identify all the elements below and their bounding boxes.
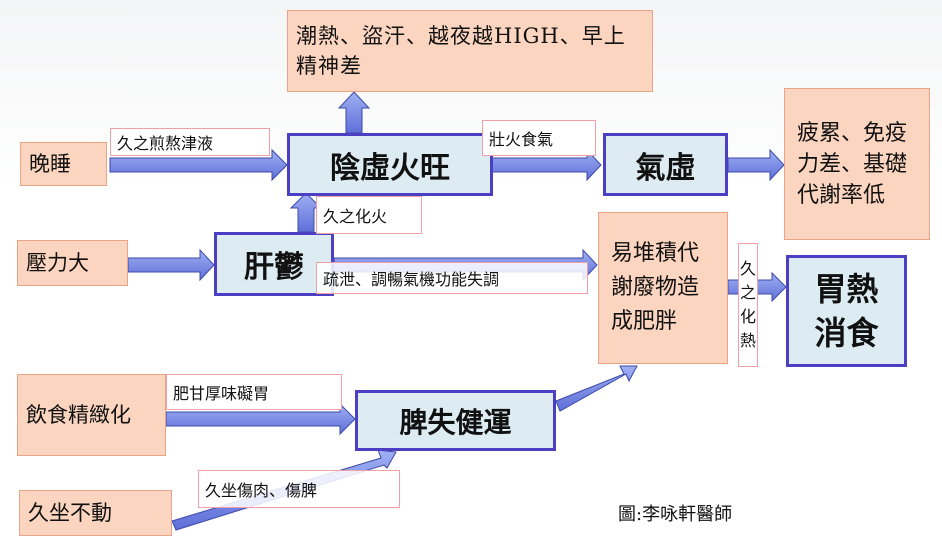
arrow-yin-to-qi — [491, 148, 602, 182]
node-stress: 壓力大 — [17, 240, 128, 286]
node-qi-deficiency: 氣虛 — [603, 133, 728, 196]
qi-deficiency-text: 氣虛 — [635, 150, 696, 186]
stomach-heat-text: 胃熱消食 — [814, 270, 879, 352]
arrow-late-sleep-to-yin — [109, 148, 288, 182]
arrow-stress-to-liver — [127, 248, 215, 282]
spleen-dysfunction-text: 脾失健運 — [399, 405, 512, 439]
node-symptoms-top: 潮熱、盜汗、越夜越HIGH、早上精神差 — [287, 10, 653, 92]
label-consume-fluids: 久之煎熬津液 — [110, 128, 270, 156]
node-late-sleep: 晚睡 — [20, 142, 107, 186]
yin-deficiency-text: 陰虛火旺 — [330, 150, 450, 186]
node-yin-deficiency: 陰虛火旺 — [287, 133, 493, 196]
symptoms-top-text: 潮熱、盜汗、越夜越HIGH、早上精神差 — [296, 24, 626, 78]
fatigue-text: 疲累、免疫力差、基礎代謝率低 — [797, 120, 908, 208]
node-liver-stagnation: 肝鬱 — [214, 232, 334, 296]
label-rich-food: 肥甘厚味礙胃 — [166, 374, 342, 410]
late-sleep-text: 晚睡 — [29, 152, 71, 176]
label-transform-fire: 久之化火 — [316, 196, 422, 234]
node-accumulation: 易堆積代謝廢物造成肥胖 — [598, 212, 728, 364]
label-strong-fire: 壯火食氣 — [482, 120, 596, 156]
refined-diet-text: 飲食精緻化 — [26, 403, 131, 427]
node-fatigue: 疲累、免疫力差、基礎代謝率低 — [784, 88, 930, 240]
label-dispersal-failure: 疏泄、調暢氣機功能失調 — [316, 262, 588, 294]
arrow-liver-to-yin — [289, 192, 323, 233]
stress-text: 壓力大 — [26, 251, 89, 275]
label-sitting-harm: 久坐傷肉、傷脾 — [198, 470, 400, 508]
arrow-qi-to-fatigue — [727, 148, 785, 182]
accumulation-text: 易堆積代謝廢物造成肥胖 — [611, 241, 700, 334]
node-refined-diet: 飲食精緻化 — [17, 374, 166, 456]
sedentary-text: 久坐不動 — [28, 501, 112, 525]
arrow-spleen-to-accumulation — [555, 365, 638, 412]
arrow-diet-to-spleen — [165, 402, 356, 436]
liver-stagnation-text: 肝鬱 — [244, 250, 304, 285]
credit-text: 圖:李咏軒醫師 — [618, 504, 733, 525]
arrow-yin-to-symptoms — [337, 91, 371, 134]
transform-heat-text: 久之化熱 — [740, 259, 757, 350]
node-spleen-dysfunction: 脾失健運 — [355, 390, 556, 451]
node-stomach-heat: 胃熱消食 — [786, 255, 907, 367]
node-sedentary: 久坐不動 — [19, 490, 172, 536]
label-transform-heat: 久之化熱 — [738, 243, 758, 367]
